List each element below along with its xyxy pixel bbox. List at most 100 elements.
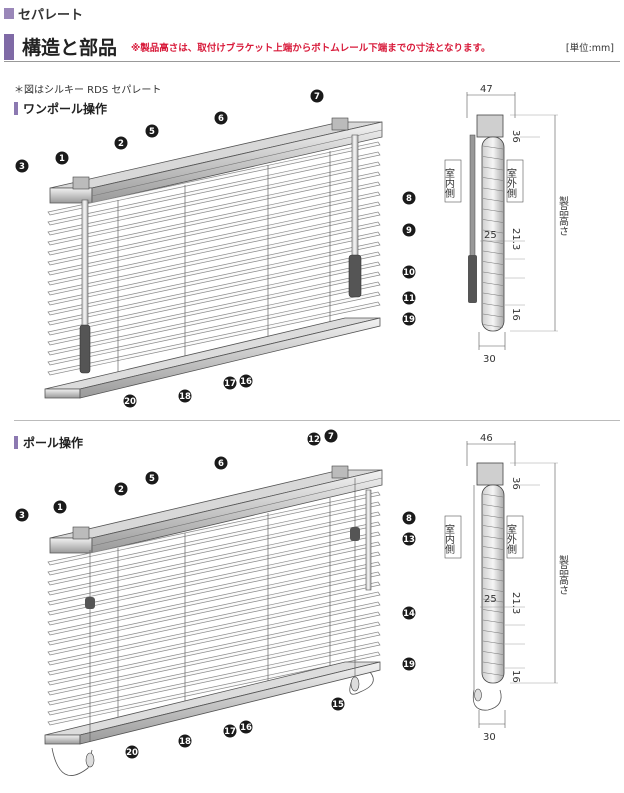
side1-indoor: 室内側 (443, 167, 455, 198)
side-slat (482, 208, 504, 213)
section-square-icon (14, 436, 18, 449)
svg-text:19: 19 (403, 660, 415, 670)
svg-text:9: 9 (406, 226, 412, 236)
pole-badge-17: 17 (223, 724, 237, 738)
section-heading: 構造と部品 ※製品高さは、取付けブラケット上端からボトムレール下端までの寸法とな… (4, 32, 620, 62)
svg-text:7: 7 (314, 92, 320, 102)
side-slat (482, 619, 504, 624)
svg-text:1: 1 (57, 503, 63, 513)
side-slat (482, 324, 504, 328)
one-pole-badge-7: 7 (310, 89, 324, 103)
side1-dim-a: 25 (484, 230, 497, 241)
blind-pole (44, 465, 383, 776)
svg-text:19: 19 (403, 315, 415, 325)
side-slat (482, 177, 504, 181)
svg-text:20: 20 (126, 748, 138, 758)
one-pole-badge-19: 19 (402, 312, 416, 326)
side2-outdoor: 室外側 (505, 523, 517, 554)
one-pole-badge-5: 5 (145, 124, 159, 138)
svg-text:8: 8 (406, 514, 412, 524)
svg-text:3: 3 (19, 511, 25, 521)
pole-badge-12: 12 (307, 432, 321, 446)
one-pole-badge-9: 9 (402, 223, 416, 237)
side-slat (482, 556, 504, 561)
one-pole-badge-16: 16 (239, 374, 253, 388)
svg-text:6: 6 (218, 459, 224, 469)
section-one-pole-title: ワンポール操作 (14, 100, 107, 117)
pole-badge-5: 5 (145, 471, 159, 485)
side-slat (482, 198, 504, 202)
category-square-icon (4, 8, 14, 19)
figure-note: ＊図はシルキー RDS セパレート (14, 85, 162, 96)
side-slat (482, 598, 504, 603)
svg-text:6: 6 (218, 114, 224, 124)
pole-badge-20: 20 (125, 745, 139, 759)
svg-text:7: 7 (328, 432, 334, 442)
side-slat (482, 261, 504, 265)
side-slat (482, 609, 504, 613)
category-text: セパレート (18, 8, 84, 23)
one-pole-badge-8: 8 (402, 191, 416, 205)
side-view-one-pole (444, 92, 558, 350)
svg-text:15: 15 (332, 700, 344, 710)
svg-text:2: 2 (118, 485, 124, 495)
side1-width: 47 (480, 84, 493, 95)
pole-badge-8: 8 (402, 511, 416, 525)
side2-dim-a: 25 (484, 594, 497, 605)
side-slat (482, 588, 504, 592)
side1-dim-bottom: 30 (483, 354, 496, 365)
side2-indoor: 室内側 (443, 523, 455, 554)
one-pole-badge-20: 20 (123, 394, 137, 408)
svg-text:13: 13 (403, 535, 415, 545)
side2-width: 46 (480, 433, 493, 444)
side-slat (482, 250, 504, 255)
svg-text:17: 17 (224, 727, 236, 737)
side-slat (482, 567, 504, 571)
pole-badge-3: 3 (15, 508, 29, 522)
svg-text:16: 16 (240, 377, 252, 387)
side2-dim-b: 21.3 (510, 592, 521, 614)
pole-badge-7: 7 (324, 429, 338, 443)
side-slat (482, 313, 504, 318)
side-slat (482, 546, 504, 550)
side-slat (482, 303, 504, 307)
heading-bar-icon (4, 33, 14, 60)
side-slat (482, 651, 504, 655)
pole-badge-2: 2 (114, 482, 128, 496)
one-pole-badge-10: 10 (402, 265, 416, 279)
svg-text:1: 1 (59, 154, 65, 164)
section-pole-title: ポール操作 (14, 434, 83, 451)
svg-text:2: 2 (118, 139, 124, 149)
one-pole-badge-1: 1 (55, 151, 69, 165)
svg-text:20: 20 (124, 397, 136, 407)
svg-text:5: 5 (149, 127, 155, 137)
side1-dim-top: 36 (510, 130, 521, 143)
one-pole-badge-11: 11 (402, 291, 416, 305)
svg-text:14: 14 (403, 609, 415, 619)
pole-badge-13: 13 (402, 532, 416, 546)
pole-badge-6: 6 (214, 456, 228, 470)
side-slat (482, 535, 504, 540)
side1-height: 製品高さ (557, 195, 569, 236)
side-slat (482, 661, 504, 666)
one-pole-badge-17: 17 (223, 376, 237, 390)
side-slat (482, 166, 504, 171)
section-pole-text: ポール操作 (23, 436, 84, 450)
height-note: ※製品高さは、取付けブラケット上端からボトムレール下端までの寸法となります。 (131, 42, 491, 54)
one-pole-badge-2: 2 (114, 136, 128, 150)
side-view-pole (444, 441, 558, 728)
side-slat (482, 504, 504, 508)
pole-badge-14: 14 (402, 606, 416, 620)
side-slat (482, 630, 504, 634)
section-one-pole-text: ワンポール操作 (23, 102, 108, 116)
pole-badge-1: 1 (53, 500, 67, 514)
side-slat (482, 292, 504, 297)
svg-text:12: 12 (308, 435, 320, 445)
side-slat (482, 271, 504, 276)
svg-text:16: 16 (240, 723, 252, 733)
svg-text:17: 17 (224, 379, 236, 389)
one-pole-badge-6: 6 (214, 111, 228, 125)
pole-badge-15: 15 (331, 697, 345, 711)
section-square-icon (14, 102, 18, 115)
